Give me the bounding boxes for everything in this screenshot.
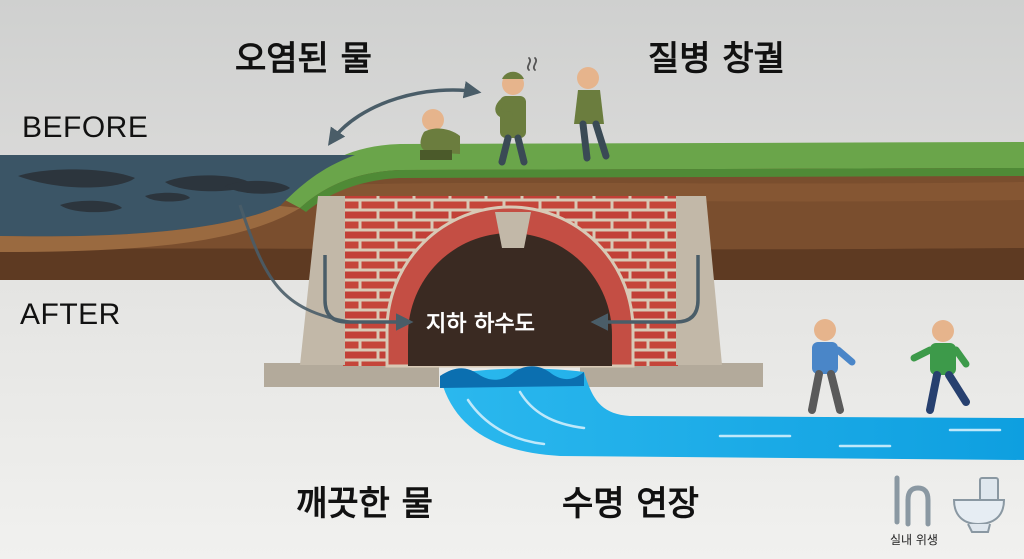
- water-ripples: [466, 390, 1002, 448]
- grass: [285, 142, 1024, 208]
- life-extension-label: 수명 연장: [562, 484, 699, 524]
- toilet-icon: [952, 477, 1006, 533]
- polluted-water-label: 오염된 물: [235, 39, 372, 79]
- after-label: AFTER: [20, 298, 121, 331]
- person-standing-sick: [574, 67, 610, 162]
- sewer-label: 지하 하수도: [426, 312, 535, 337]
- person-walking-green: [910, 320, 970, 414]
- pipe-icon: [894, 475, 931, 527]
- grass-shadow: [300, 168, 1024, 212]
- keystone: [495, 212, 531, 248]
- stink-icon: [526, 57, 538, 71]
- indoor-hygiene-label: 실내 위생: [890, 533, 938, 547]
- pipe-arrow-right: [590, 255, 700, 331]
- pillar-left: [300, 196, 345, 365]
- disease-label: 질병 창궐: [648, 39, 785, 79]
- person-covering-nose: [495, 71, 528, 166]
- tunnel-opening: [408, 233, 612, 366]
- water-surface: [440, 366, 584, 388]
- clean-water-stream: [440, 368, 1024, 460]
- clean-water-label: 깨끗한 물: [296, 484, 433, 524]
- polluted-water-bank: [0, 206, 300, 252]
- person-walking-blue: [808, 319, 856, 414]
- before-label: BEFORE: [22, 111, 149, 144]
- drain-arrow: [238, 204, 351, 324]
- link-arrow: [327, 81, 482, 146]
- sludge-patches: [18, 169, 290, 213]
- person-sitting: [420, 109, 460, 160]
